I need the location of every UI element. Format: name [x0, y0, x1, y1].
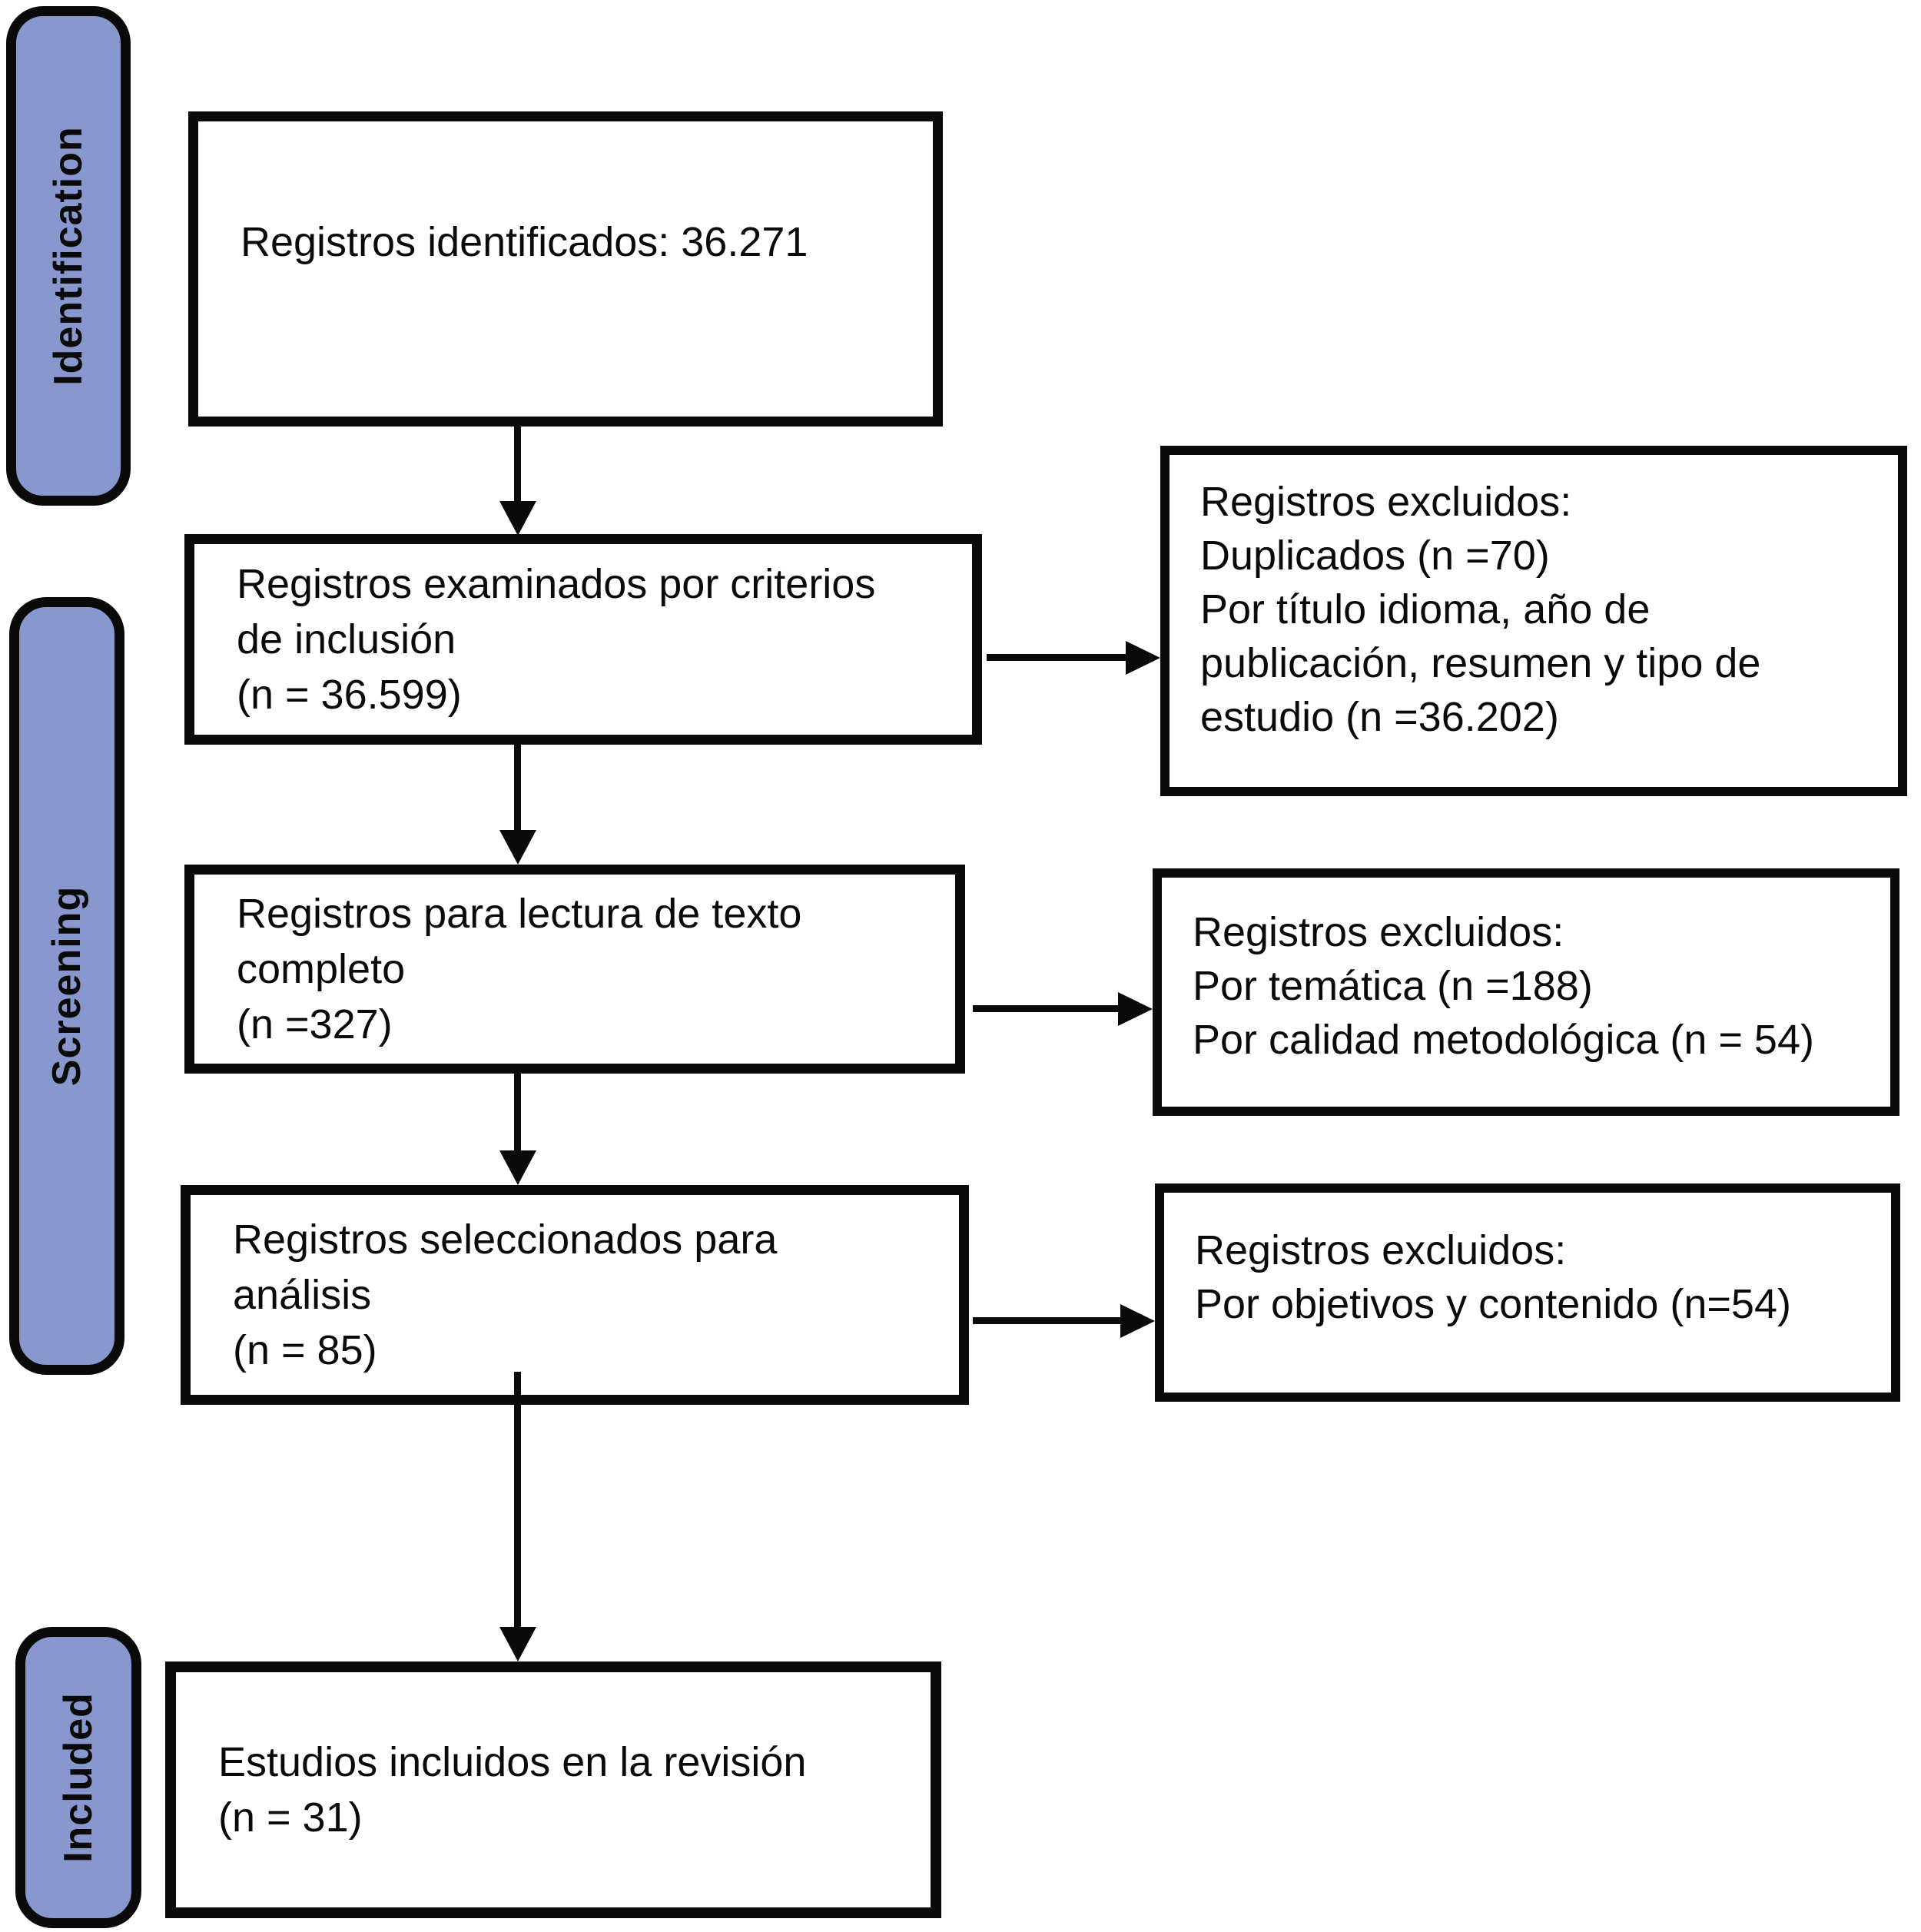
- stage-label-text: Identification: [46, 126, 91, 386]
- exclusion-box-text: Registros excluidos:: [1195, 1227, 1567, 1273]
- arrow-shaft: [514, 1372, 521, 1629]
- flow-box-text: Registros examinados por criterios: [237, 561, 876, 607]
- arrow-head: [499, 830, 536, 865]
- flow-box-text: (n = 85): [233, 1327, 377, 1373]
- exclusion-box-text: Duplicados (n =70): [1200, 533, 1550, 579]
- exclusion-box-selection: Registros excluidos: Por objetivos y con…: [1155, 1183, 1900, 1402]
- exclusion-box-text: Por temática (n =188): [1193, 963, 1593, 1009]
- flow-box-text: Registros seleccionados para: [233, 1217, 778, 1263]
- exclusion-box-text: Por objetivos y contenido (n=54): [1195, 1281, 1791, 1327]
- exclusion-box-text: estudio (n =36.202): [1200, 694, 1559, 740]
- flow-box-text: de inclusión: [237, 616, 456, 662]
- stage-label-identification: Identification: [6, 6, 131, 506]
- arrow-shaft: [514, 1074, 521, 1153]
- arrow-head: [1118, 992, 1153, 1026]
- flow-box-text: Registros para lectura de texto: [237, 891, 802, 937]
- exclusion-box-text: Registros excluidos:: [1200, 479, 1572, 525]
- flow-box-studies-included: Estudios incluidos en la revisión (n = 3…: [165, 1661, 941, 1918]
- flow-box-text: (n = 36.599): [237, 672, 462, 718]
- exclusion-box-text: publicación, resumen y tipo de: [1200, 640, 1761, 686]
- stage-label-screening: Screening: [9, 597, 124, 1375]
- stage-label-text: Included: [56, 1692, 101, 1863]
- arrow-head: [499, 501, 536, 536]
- exclusion-box-fulltext: Registros excluidos: Por temática (n =18…: [1153, 868, 1899, 1116]
- flow-box-text: (n = 31): [218, 1794, 363, 1841]
- flow-box-text: (n =327): [237, 1001, 393, 1047]
- exclusion-box-screening: Registros excluidos: Duplicados (n =70) …: [1160, 446, 1907, 796]
- arrow-shaft: [987, 654, 1128, 661]
- stage-label-included: Included: [15, 1627, 141, 1928]
- flow-box-records-identified: Registros identificados: 36.271: [188, 111, 943, 427]
- stage-label-text: Screening: [45, 885, 90, 1087]
- flow-box-text: Registros identificados: 36.271: [241, 219, 808, 265]
- exclusion-box-text: Por calidad metodológica (n = 54): [1193, 1017, 1814, 1063]
- arrow-shaft: [514, 744, 521, 832]
- flow-box-text: Estudios incluidos en la revisión: [218, 1739, 807, 1785]
- flow-box-fulltext-records: Registros para lectura de texto completo…: [184, 865, 965, 1074]
- flow-box-records-screened: Registros examinados por criterios de in…: [184, 534, 982, 745]
- arrow-head: [499, 1627, 536, 1661]
- arrow-head: [499, 1150, 536, 1185]
- flow-box-records-selected: Registros seleccionados para análisis (n…: [181, 1185, 969, 1405]
- arrow-shaft: [973, 1317, 1120, 1324]
- flow-box-text: completo: [237, 946, 406, 992]
- arrow-head: [1120, 1304, 1155, 1338]
- arrow-head: [1126, 641, 1160, 675]
- exclusion-box-text: Por título idioma, año de: [1200, 586, 1651, 632]
- arrow-shaft: [514, 425, 521, 503]
- exclusion-box-text: Registros excluidos:: [1193, 909, 1564, 955]
- arrow-shaft: [973, 1005, 1119, 1012]
- flow-box-text: análisis: [233, 1272, 372, 1318]
